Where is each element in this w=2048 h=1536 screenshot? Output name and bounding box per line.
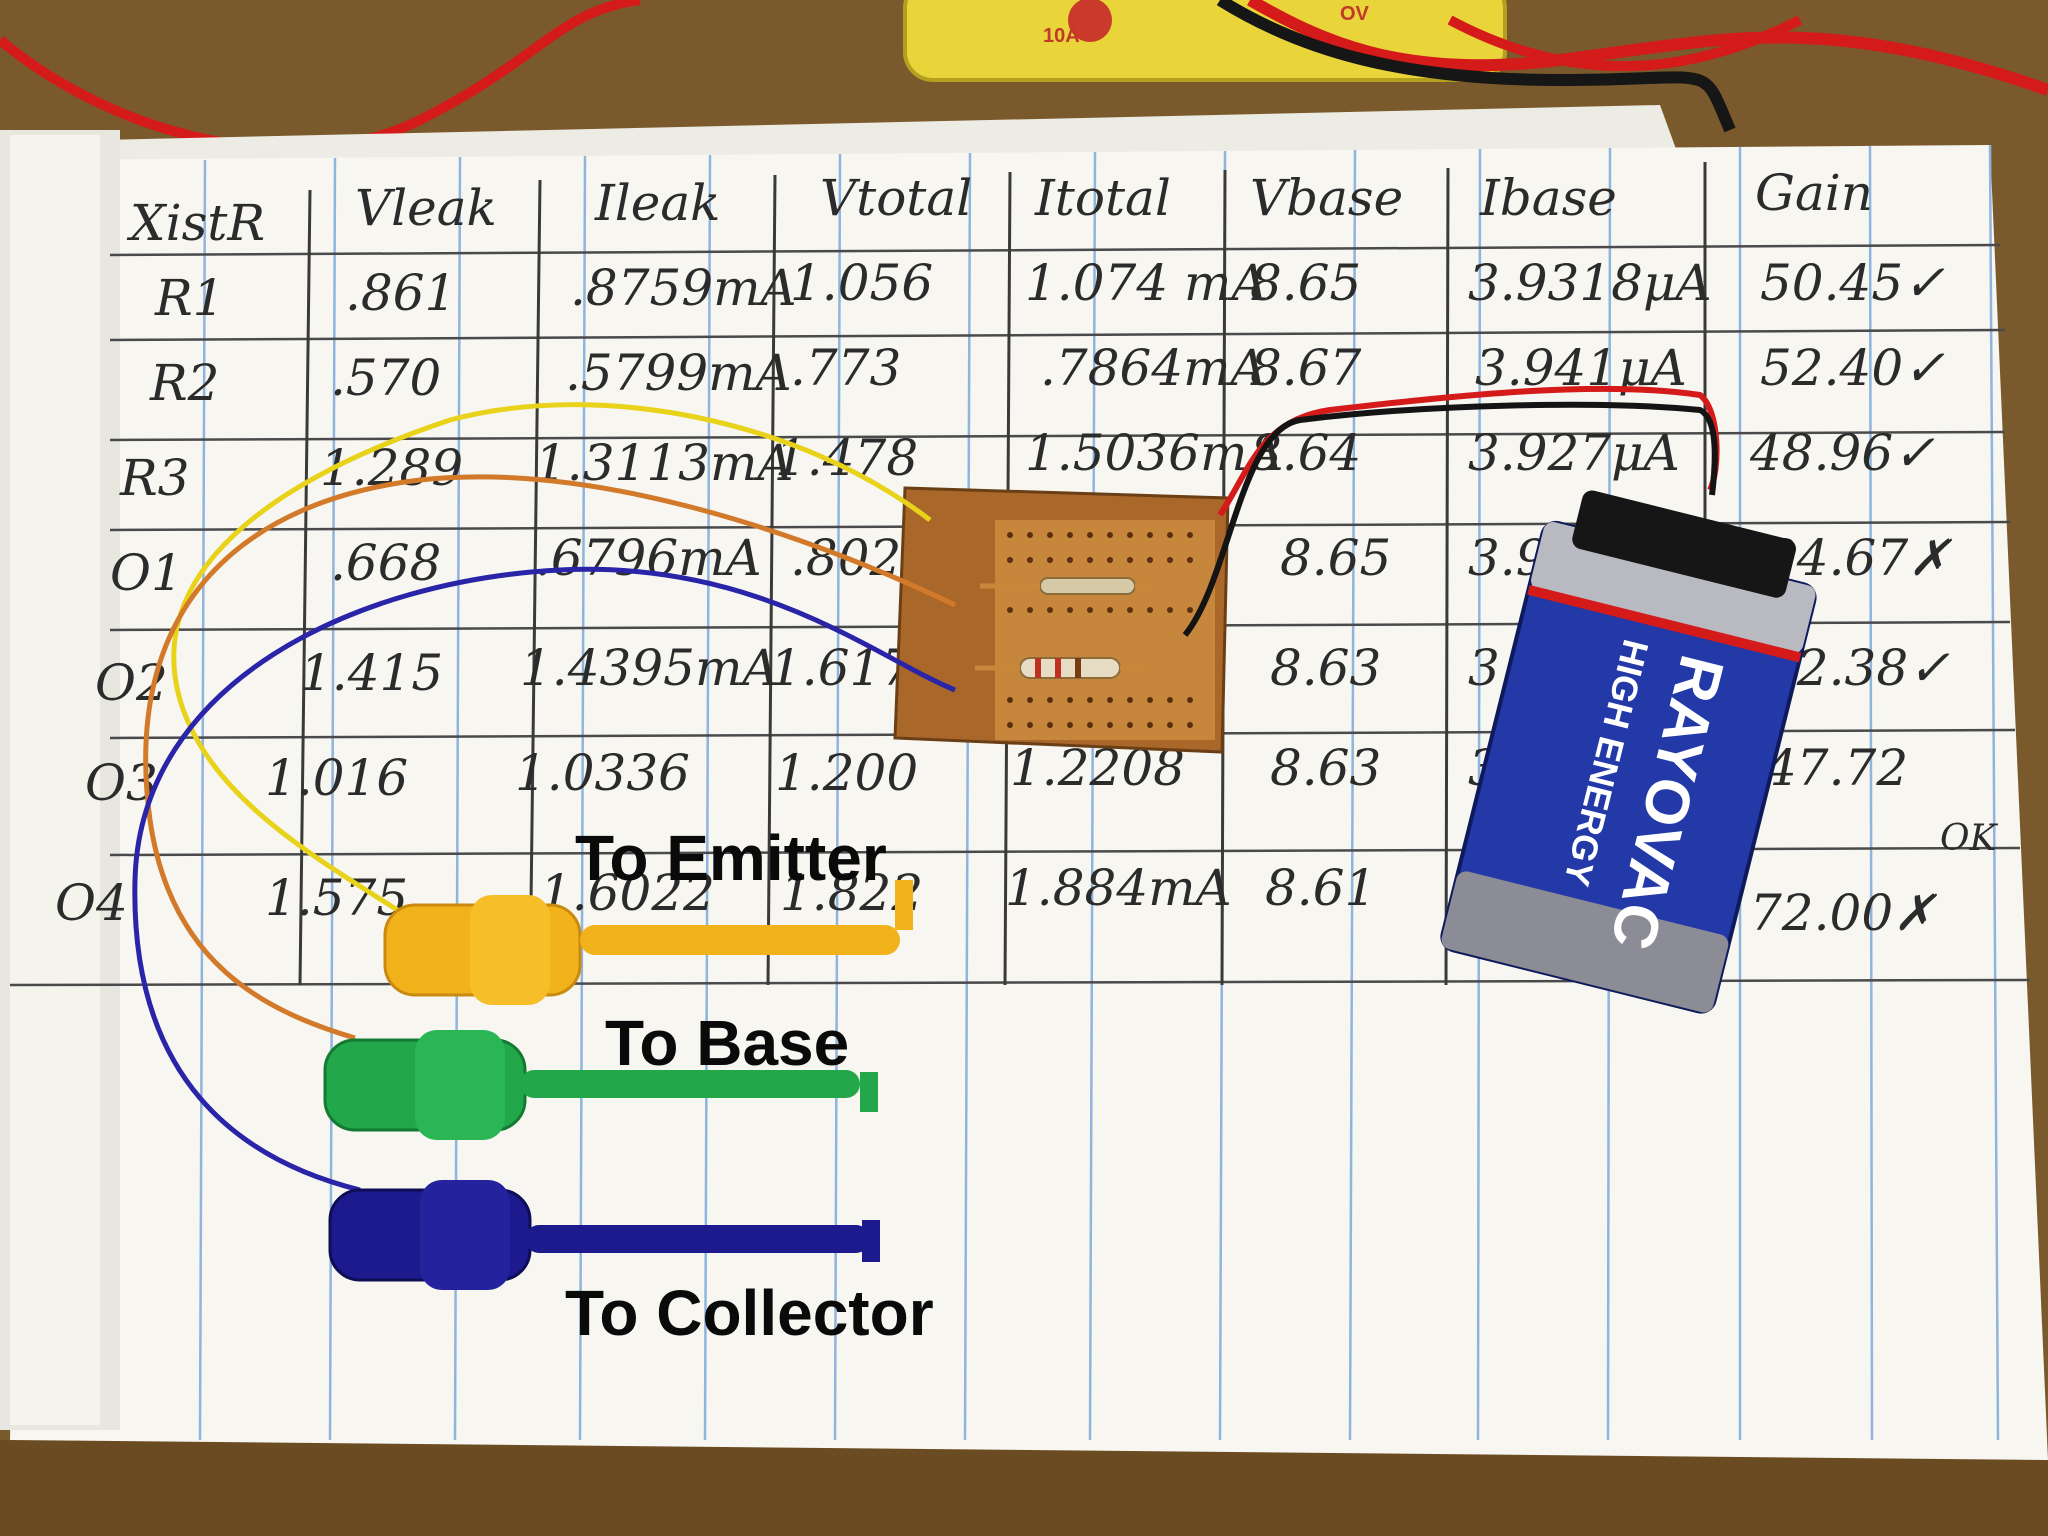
svg-text:1.4395mA: 1.4395mA	[520, 639, 778, 697]
svg-text:8.65: 8.65	[1250, 254, 1361, 312]
svg-text:1.415: 1.415	[300, 644, 443, 702]
svg-text:O2: O2	[95, 654, 168, 712]
label-to-emitter: To Emitter	[575, 822, 887, 894]
svg-text:8.65: 8.65	[1280, 529, 1391, 587]
orange-wire	[143, 474, 957, 1041]
svg-text:1.074 mA: 1.074 mA	[1025, 254, 1268, 312]
svg-text:R1: R1	[154, 269, 224, 327]
table-row: R1 .861 .8759mA 1.056 1.074 mA 8.65 3.93…	[154, 254, 1945, 327]
svg-text:R3: R3	[119, 449, 189, 507]
svg-text:1.575: 1.575	[265, 869, 408, 927]
resistor	[980, 577, 1150, 595]
svg-text:52.40✓: 52.40✓	[1760, 339, 1945, 397]
header-vtotal: Vtotal	[820, 169, 972, 227]
svg-text:50.45✓: 50.45✓	[1760, 254, 1945, 312]
svg-text:1.478: 1.478	[775, 429, 918, 487]
svg-text:8.64: 8.64	[1250, 424, 1361, 482]
battery-black-wire	[1182, 401, 1718, 637]
yellow-wire	[171, 402, 932, 921]
red-test-lead	[0, 0, 641, 154]
label-to-base: To Base	[605, 1007, 849, 1079]
svg-text:8.61: 8.61	[1265, 859, 1376, 917]
svg-text:.5799mA: .5799mA	[565, 344, 792, 402]
svg-text:1.200: 1.200	[775, 744, 918, 802]
svg-text:48.96✓: 48.96✓	[1749, 424, 1935, 482]
green-probe-clip	[323, 1030, 878, 1140]
meter-ov-label: OV	[1340, 3, 1370, 25]
svg-text:1.056: 1.056	[790, 254, 933, 312]
svg-text:.570: .570	[330, 349, 441, 407]
svg-text:O4: O4	[55, 874, 128, 932]
9v-battery: RAYOVAC HIGH ENERGY	[1440, 490, 1817, 1014]
svg-text:.7864mA: .7864mA	[1040, 339, 1267, 397]
header-ibase: Ibase	[1479, 169, 1617, 227]
header-itotal: Itotal	[1034, 169, 1171, 227]
notebook-paper	[0, 130, 2048, 1460]
table-row: O4 1.575 1.6022 1.822 1.884mA 8.61 72.00…	[55, 859, 1937, 942]
table-row: O1 .668 .6796mA .802 8.65 3.93 34.67✗	[110, 529, 1952, 602]
blue-wire	[132, 566, 956, 1193]
svg-text:8.67: 8.67	[1250, 339, 1362, 397]
svg-text:.861: .861	[345, 264, 456, 322]
svg-text:1.884mA: 1.884mA	[1005, 859, 1232, 917]
svg-text:1.5036mA: 1.5036mA	[1025, 424, 1283, 482]
black-test-lead	[1216, 0, 1736, 133]
meter-10a-label: 10A	[1043, 25, 1080, 47]
ok-note: OK	[1940, 818, 1999, 859]
resistor	[975, 657, 1140, 679]
header-xistr: XistR	[126, 194, 265, 252]
svg-text:1.289: 1.289	[320, 439, 463, 497]
svg-text:.6796mA: .6796mA	[535, 529, 762, 587]
svg-text:O1: O1	[110, 544, 183, 602]
svg-text:.8759mA: .8759mA	[570, 259, 797, 317]
svg-text:R2: R2	[149, 354, 219, 412]
perfboard	[893, 486, 1230, 754]
svg-text:3.9318μA: 3.9318μA	[1468, 254, 1712, 312]
header-ileak: Ileak	[594, 174, 720, 232]
svg-text:.668: .668	[330, 534, 441, 592]
table-row: R3 1.289 1.3113mA 1.478 1.5036mA 8.64 3.…	[119, 424, 1935, 507]
header-vbase: Vbase	[1250, 169, 1403, 227]
battery-snap	[1572, 490, 1797, 598]
svg-text:.773: .773	[790, 339, 901, 397]
svg-text:8.63: 8.63	[1270, 739, 1381, 797]
svg-text:34.67✗: 34.67✗	[1765, 529, 1952, 587]
table-header-row: XistR Vleak Ileak Vtotal Itotal Vbase Ib…	[126, 164, 1873, 252]
perfboard-holes	[1007, 532, 1193, 728]
blue-probe-clip	[328, 1180, 880, 1290]
header-vleak: Vleak	[355, 179, 497, 237]
svg-text:1.617: 1.617	[770, 639, 913, 697]
yellow-probe-clip	[383, 880, 913, 1005]
svg-text:3.927μA: 3.927μA	[1468, 424, 1680, 482]
svg-text:1.016: 1.016	[265, 749, 408, 807]
svg-text:72.00✗: 72.00✗	[1750, 884, 1937, 942]
svg-text:47.72: 47.72	[1764, 739, 1908, 797]
label-to-collector: To Collector	[565, 1277, 934, 1349]
header-gain: Gain	[1755, 164, 1873, 222]
svg-text:1.0336: 1.0336	[515, 744, 690, 802]
svg-text:8.63: 8.63	[1270, 639, 1381, 697]
